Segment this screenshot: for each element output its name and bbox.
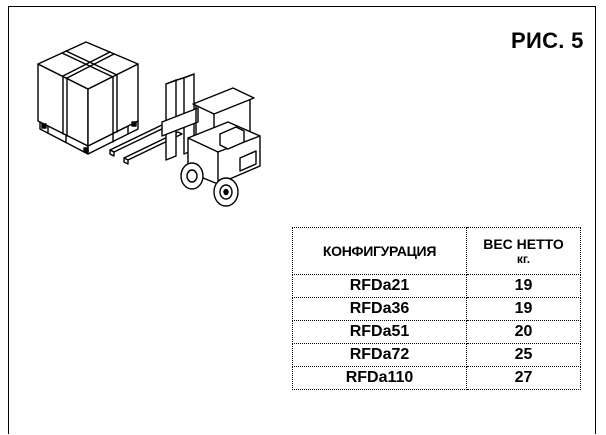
cell-weight: 19 [466,297,581,321]
cell-weight: 19 [466,274,581,298]
cell-weight: 27 [466,366,581,390]
configuration-weight-table: КОНФИГУРАЦИЯ ВЕС НЕТТО кг. RFDa21 19 RFD… [292,227,581,390]
cell-config: RFDa21 [292,274,467,298]
cell-config: RFDa72 [292,343,467,367]
crate-drawing [37,41,139,155]
forklift-with-boxed-crate-icon [37,41,261,207]
cell-config: RFDa36 [292,297,467,321]
header-weight-unit: кг. [516,251,531,266]
table-row: RFDa72 25 [292,343,581,367]
table-row: RFDa51 20 [292,320,581,344]
forklift-drawing [109,73,261,207]
page-frame [8,6,596,434]
table-header-row: КОНФИГУРАЦИЯ ВЕС НЕТТО кг. [292,227,581,275]
cell-config: RFDa51 [292,320,467,344]
table-row: RFDa110 27 [292,366,581,390]
cell-weight: 25 [466,343,581,367]
cell-weight: 20 [466,320,581,344]
cell-config: RFDa110 [292,366,467,390]
table-row: RFDa36 19 [292,297,581,321]
figure-title: РИС. 5 [511,28,584,53]
table-row: RFDa21 19 [292,274,581,298]
header-net-weight: ВЕС НЕТТО кг. [466,227,581,275]
header-configuration: КОНФИГУРАЦИЯ [292,227,467,275]
header-net-weight-label: ВЕС НЕТТО [483,235,564,252]
